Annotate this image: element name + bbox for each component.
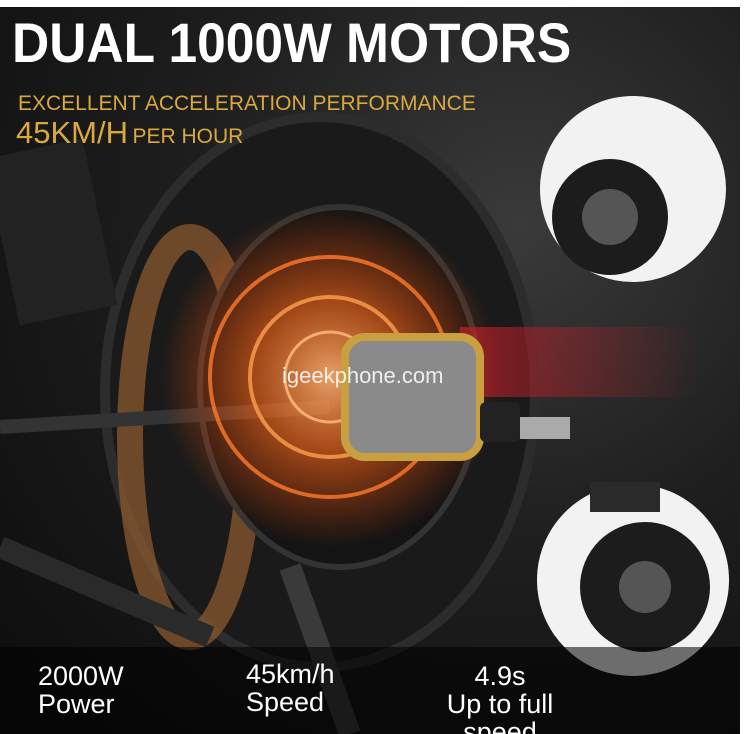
headline: DUAL 1000W MOTORS (12, 11, 572, 74)
speed-line: 45KM/H PER HOUR (16, 117, 243, 148)
stat-value: 4.9s (474, 661, 526, 691)
subheadline: EXCELLENT ACCELERATION PERFORMANCE (18, 92, 476, 115)
stat-label: Power (38, 689, 115, 719)
speed-value: 45KM/H (16, 115, 128, 150)
ebike-motor-photo: DUAL 1000W MOTORS EXCELLENT ACCELERATION… (0, 7, 740, 734)
stat-value: 45km/h (246, 659, 335, 689)
stat-value: 2000W (38, 661, 124, 691)
stat-speed: 45km/h Speed (246, 660, 335, 716)
battery (0, 138, 118, 326)
stat-power: 2000W Power (38, 662, 124, 718)
speed-suffix: PER HOUR (132, 125, 244, 148)
stat-label: Speed (246, 687, 325, 717)
watermark: igeekphone.com (282, 363, 444, 388)
stat-label: Up to full speed (446, 689, 554, 734)
ebike-wheel-illustration (0, 96, 740, 734)
motor-stator (341, 333, 484, 461)
stat-acceleration: 4.9s Up to full speed (440, 662, 560, 734)
